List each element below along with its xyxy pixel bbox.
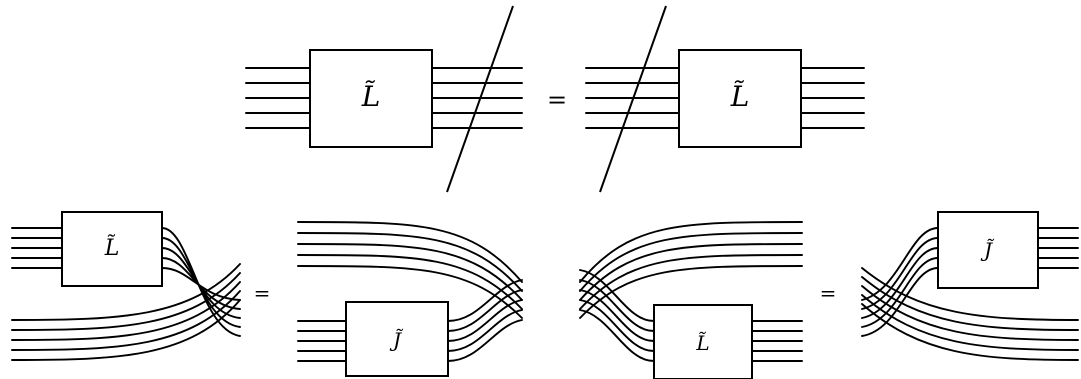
top-right-cut-line (599, 5, 667, 193)
bottom-left-lhs-diagram: L̃ (11, 211, 241, 361)
bottom-right-lhs-output-wires (751, 320, 803, 362)
bottom-left-lhs-operator-box (61, 211, 163, 287)
bottom-right-equals-sign: = (820, 281, 837, 305)
bottom-right-lhs-diagram: L̃ (579, 221, 803, 379)
bottom-left-rhs-operator-box (345, 301, 449, 377)
bottom-right-lhs-crossing-wires (579, 221, 803, 362)
bottom-right-rhs-box-label: J̃ (980, 238, 995, 262)
bottom-left-lhs-crossing-wires (11, 227, 241, 361)
bottom-left-rhs-box-label: J̃ (389, 328, 404, 352)
bottom-left-rhs-diagram: J̃ (297, 221, 523, 377)
bottom-right-rhs-diagram: J̃ (861, 211, 1079, 361)
top-left-box-label: L̃ (361, 80, 381, 113)
top-right-output-wires (800, 67, 865, 129)
top-equals-sign: = (547, 86, 567, 114)
bottom-left-equals-sign: = (254, 281, 271, 305)
bottom-left-rhs-input-wires (297, 320, 347, 362)
bottom-left-rhs-crossing-wires (297, 221, 523, 362)
top-left-diagram: L̃ (245, 5, 523, 193)
bottom-right-lhs-box-label: L̃ (695, 331, 709, 355)
top-left-output-wires (431, 67, 523, 129)
bottom-left-lhs-input-wires (11, 227, 63, 269)
top-left-input-wires (245, 67, 311, 129)
bottom-right-rhs-output-wires (1037, 227, 1079, 269)
top-right-box-label: L̃ (730, 80, 750, 113)
top-right-operator-box (678, 49, 802, 148)
bottom-right-rhs-operator-box (937, 211, 1039, 289)
bottom-left-lhs-box-label: L̃ (104, 235, 120, 261)
top-left-operator-box (309, 49, 433, 148)
bottom-right-rhs-crossing-wires (861, 227, 1079, 361)
top-left-cut-line (446, 5, 514, 193)
bottom-right-lhs-operator-box (653, 304, 753, 379)
top-right-diagram: L̃ (585, 5, 865, 193)
